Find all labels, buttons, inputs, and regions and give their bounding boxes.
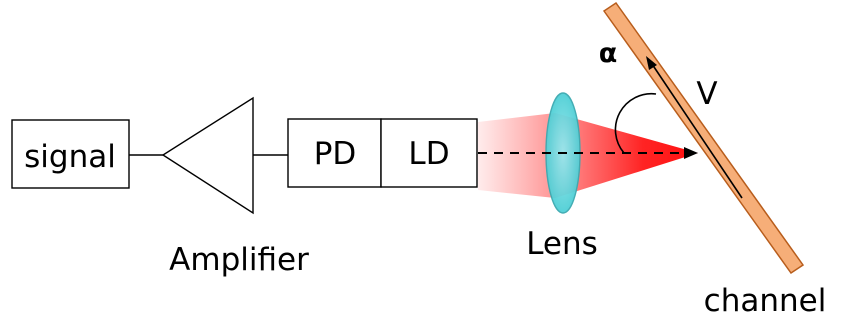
velocity-arrow-line xyxy=(651,63,743,199)
lens-label: Lens xyxy=(526,226,598,262)
signal-box: signal xyxy=(11,119,130,189)
channel-bar xyxy=(602,1,805,275)
pd-ld-module: PD LD xyxy=(287,118,478,188)
laser-beam xyxy=(478,113,698,198)
channel-label: channel xyxy=(704,283,827,319)
pd-box xyxy=(287,118,382,188)
signal-label: signal xyxy=(24,139,116,175)
amplifier-triangle xyxy=(161,96,254,215)
ld-box xyxy=(380,118,478,188)
ld-label: LD xyxy=(408,136,449,172)
angle-label: α xyxy=(599,38,618,69)
angle-arc xyxy=(614,92,657,154)
amplifier-label: Amplifier xyxy=(169,242,309,278)
optical-axis-arrowhead xyxy=(684,147,698,159)
velocity-label: V xyxy=(696,76,717,112)
velocity-arrowhead xyxy=(646,56,657,70)
pd-label: PD xyxy=(314,136,357,172)
